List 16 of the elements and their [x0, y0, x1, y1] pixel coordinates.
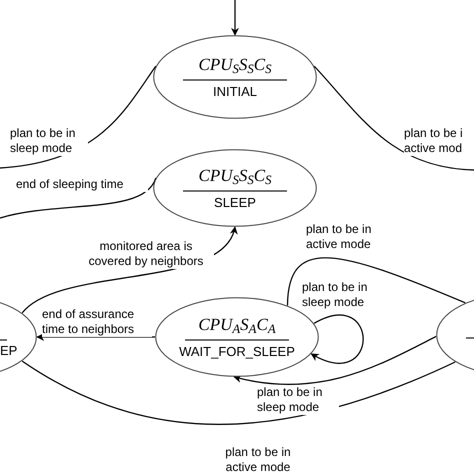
- arrow: [231, 0, 239, 36]
- edge-label: plan to be in sleep mode: [10, 126, 88, 156]
- edge-label: end of sleeping time: [16, 177, 148, 192]
- state-name: WAIT_FOR_SLEEP: [179, 344, 295, 360]
- edge-label: plan to be in sleep mode: [257, 385, 339, 415]
- edge-label: end of assurance time to neighbors: [42, 307, 152, 337]
- state-formula: CPU$_{S}$S$_{S}$C$_{S}$: [198, 54, 272, 74]
- arrow: [310, 314, 364, 364]
- arrow: [233, 336, 436, 385]
- arrow: [36, 333, 155, 341]
- state-formula: CPU$_{A}$S$_{A}$C$_{A}$: [198, 314, 276, 334]
- state-name: EP: [0, 343, 18, 359]
- state-name: INITIAL: [212, 84, 258, 100]
- state-name: SLEEP: [214, 194, 256, 210]
- state-formula: CPU$_{S}$S$_{S}$C$_{S}$: [198, 166, 272, 186]
- state-ellipse: [153, 35, 317, 119]
